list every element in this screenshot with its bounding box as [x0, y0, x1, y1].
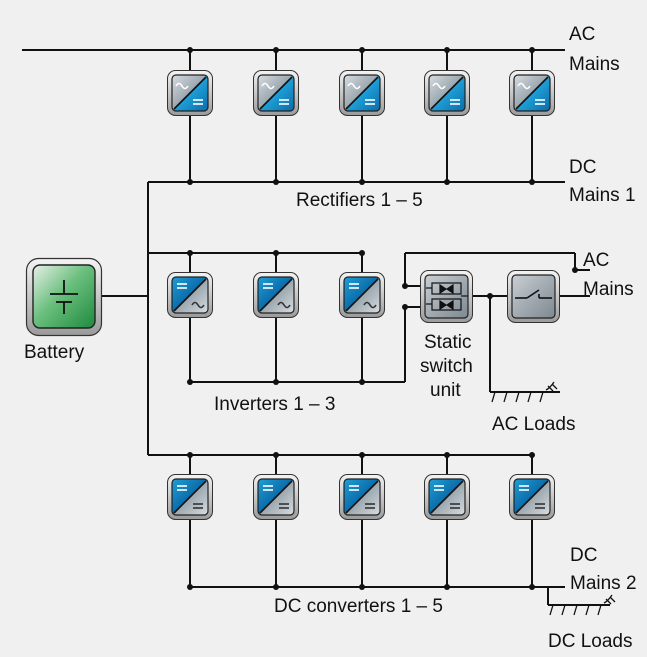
dc-converter-5-icon	[509, 474, 555, 520]
dc-mains-2-label-2: Mains 2	[570, 573, 637, 594]
inverter-1-icon	[167, 272, 213, 318]
inverter-modules	[167, 272, 385, 318]
rectifier-3-icon	[339, 70, 385, 116]
ac-mains-top-label-2: Mains	[569, 54, 620, 75]
battery-icon	[25, 257, 103, 337]
ac-mains-mid-label-1: AC	[583, 250, 609, 271]
dc-converter-1-icon	[167, 474, 213, 520]
dc-mains-1-label-2: Mains 1	[569, 185, 636, 206]
rectifier-1-icon	[167, 70, 213, 116]
static-switch-label-1: Static	[424, 332, 472, 353]
dc-converter-modules	[167, 474, 555, 520]
dc-converter-2-icon	[253, 474, 299, 520]
ac-mains-top-label-1: AC	[569, 24, 595, 45]
inverter-3-icon	[339, 272, 385, 318]
dc-mains-1-label-1: DC	[569, 157, 596, 178]
dc-loads-symbol	[549, 594, 616, 616]
battery-label: Battery	[24, 342, 85, 363]
wiring	[22, 49, 610, 606]
static-switch-label-3: unit	[430, 380, 461, 401]
ac-loads-symbol	[491, 381, 558, 403]
rectifier-modules	[167, 70, 555, 116]
rectifier-4-icon	[424, 70, 470, 116]
junction-dots	[187, 47, 578, 590]
ac-mains-mid-label-2: Mains	[583, 279, 634, 300]
dc-converter-3-icon	[339, 474, 385, 520]
dc-converter-4-icon	[424, 474, 470, 520]
rectifier-5-icon	[509, 70, 555, 116]
dc-converters-label: DC converters 1 – 5	[274, 596, 443, 617]
inverter-2-icon	[253, 272, 299, 318]
dc-mains-2-label-1: DC	[570, 545, 597, 566]
static-switch-label-2: switch	[420, 356, 473, 377]
rectifiers-label: Rectifiers 1 – 5	[296, 190, 423, 211]
rectifier-2-icon	[253, 70, 299, 116]
inverters-label: Inverters 1 – 3	[214, 394, 335, 415]
bypass-switch-icon	[507, 270, 560, 323]
static-switch-icon	[420, 270, 473, 323]
dc-loads-label: DC Loads	[548, 631, 633, 652]
ac-loads-label: AC Loads	[492, 414, 575, 435]
